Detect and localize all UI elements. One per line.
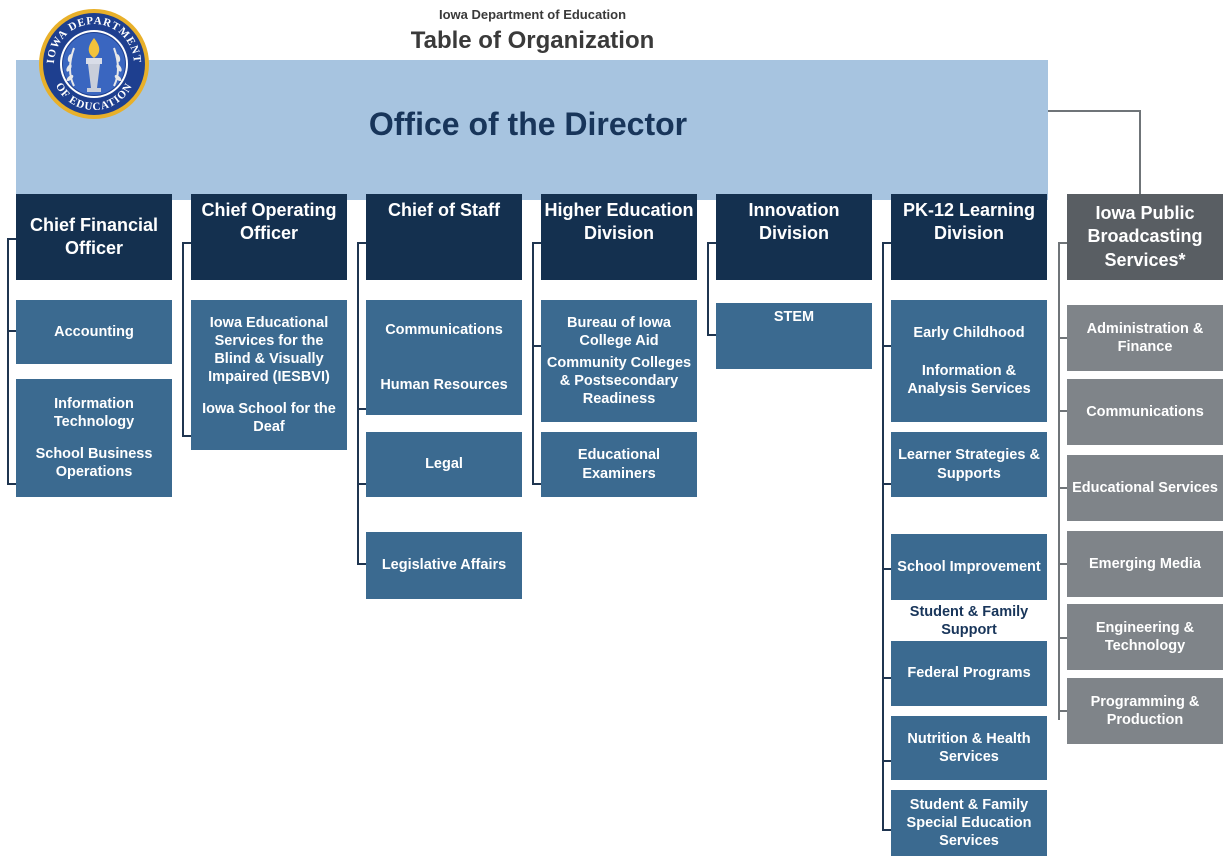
connector bbox=[707, 242, 709, 336]
connector bbox=[357, 563, 366, 565]
ipbs-unit-engineering-technology: Engineering & Technology bbox=[1067, 604, 1223, 670]
ipbs-unit-educational-services: Educational Services bbox=[1067, 455, 1223, 521]
connector bbox=[882, 242, 884, 830]
connector bbox=[882, 677, 891, 679]
connector bbox=[707, 334, 716, 336]
connector bbox=[7, 238, 9, 484]
unit-human-resources: Human Resources bbox=[380, 376, 508, 393]
office-of-director-label: Office of the Director bbox=[368, 106, 688, 142]
director-ipbs-connector-drop bbox=[1139, 110, 1141, 194]
connector bbox=[1058, 637, 1067, 639]
unit-community-colleges: Community Colleges & Postsecondary Readi… bbox=[546, 354, 692, 408]
connector bbox=[182, 435, 191, 437]
unit-information-analysis-services: Information & Analysis Services bbox=[907, 362, 1031, 398]
connector bbox=[1058, 563, 1067, 565]
unit-bureau-of-iowa-college-aid: Bureau of Iowa College Aid bbox=[567, 314, 671, 349]
connector bbox=[1058, 410, 1067, 412]
connector bbox=[707, 242, 716, 244]
unit-communications: Communications bbox=[385, 322, 503, 339]
unit-iesbvi-school-deaf: Iowa Educational Services for the Blind … bbox=[191, 300, 347, 450]
unit-nutrition-health: Nutrition & Health Services bbox=[891, 716, 1047, 780]
connector bbox=[357, 242, 366, 244]
connector bbox=[357, 242, 359, 564]
connector bbox=[357, 408, 366, 410]
connector bbox=[882, 483, 891, 485]
division-chief-operating-officer: Chief Operating Officer bbox=[191, 194, 347, 280]
connector bbox=[882, 242, 891, 244]
connector bbox=[7, 238, 16, 240]
unit-legal: Legal bbox=[366, 432, 522, 497]
division-chief-financial-officer: Chief Financial Officer bbox=[16, 194, 172, 280]
connector bbox=[532, 242, 534, 484]
division-iowa-public-broadcasting: Iowa Public Broadcasting Services* bbox=[1067, 194, 1223, 280]
ipbs-unit-programming-production: Programming & Production bbox=[1067, 678, 1223, 744]
unit-educational-examiners: Educational Examiners bbox=[541, 432, 697, 497]
ipbs-unit-administration-finance: Administration & Finance bbox=[1067, 305, 1223, 371]
ipbs-unit-communications: Communications bbox=[1067, 379, 1223, 445]
division-higher-education: Higher Education Division bbox=[541, 194, 697, 280]
connector bbox=[182, 242, 191, 244]
connector bbox=[7, 483, 16, 485]
connector bbox=[882, 760, 891, 762]
connector bbox=[532, 483, 541, 485]
connector bbox=[1058, 242, 1060, 720]
connector bbox=[1058, 337, 1067, 339]
unit-it-school-business: Information Technology School Business O… bbox=[16, 379, 172, 497]
division-innovation: Innovation Division bbox=[716, 194, 872, 280]
unit-stem: STEM bbox=[716, 303, 872, 369]
connector bbox=[1058, 242, 1067, 244]
connector bbox=[357, 483, 366, 485]
label-student-family-support: Student & Family Support bbox=[909, 603, 1029, 638]
connector bbox=[532, 345, 541, 347]
connector bbox=[7, 330, 16, 332]
unit-legislative-affairs: Legislative Affairs bbox=[366, 532, 522, 599]
office-of-director-banner bbox=[16, 60, 1048, 200]
unit-iesbvi: Iowa Educational Services for the Blind … bbox=[208, 314, 330, 385]
division-chief-of-staff: Chief of Staff bbox=[366, 194, 522, 280]
unit-special-education: Student & Family Special Education Servi… bbox=[891, 790, 1047, 856]
connector bbox=[1058, 487, 1067, 489]
unit-federal-programs: Federal Programs bbox=[891, 641, 1047, 706]
unit-early-childhood: Early Childhood bbox=[913, 324, 1025, 341]
unit-accounting: Accounting bbox=[16, 300, 172, 364]
connector bbox=[1058, 710, 1067, 712]
connector bbox=[882, 829, 891, 831]
connector bbox=[882, 345, 891, 347]
org-supertitle: Iowa Department of Education bbox=[438, 6, 627, 22]
connector bbox=[882, 568, 891, 570]
unit-school-business-operations: School Business Operations bbox=[35, 446, 153, 481]
unit-information-technology: Information Technology bbox=[53, 395, 135, 430]
connector bbox=[532, 242, 541, 244]
org-title: Table of Organization bbox=[410, 27, 655, 54]
unit-learner-strategies: Learner Strategies & Supports bbox=[891, 432, 1047, 497]
iowa-education-seal: IOWA DEPARTMENT OF EDUCATION bbox=[38, 8, 150, 120]
unit-communications-hr: Communications Human Resources bbox=[366, 300, 522, 415]
unit-iowa-school-for-the-deaf: Iowa School for the Deaf bbox=[202, 401, 336, 436]
unit-college-aid-community-colleges: Bureau of Iowa College Aid Community Col… bbox=[541, 300, 697, 422]
connector bbox=[182, 242, 184, 436]
unit-school-improvement: School Improvement bbox=[891, 534, 1047, 600]
division-pk12-learning: PK-12 Learning Division bbox=[891, 194, 1047, 280]
ipbs-unit-emerging-media: Emerging Media bbox=[1067, 531, 1223, 597]
director-ipbs-connector bbox=[1048, 110, 1141, 112]
unit-early-childhood-info-analysis: Early Childhood Information & Analysis S… bbox=[891, 300, 1047, 422]
